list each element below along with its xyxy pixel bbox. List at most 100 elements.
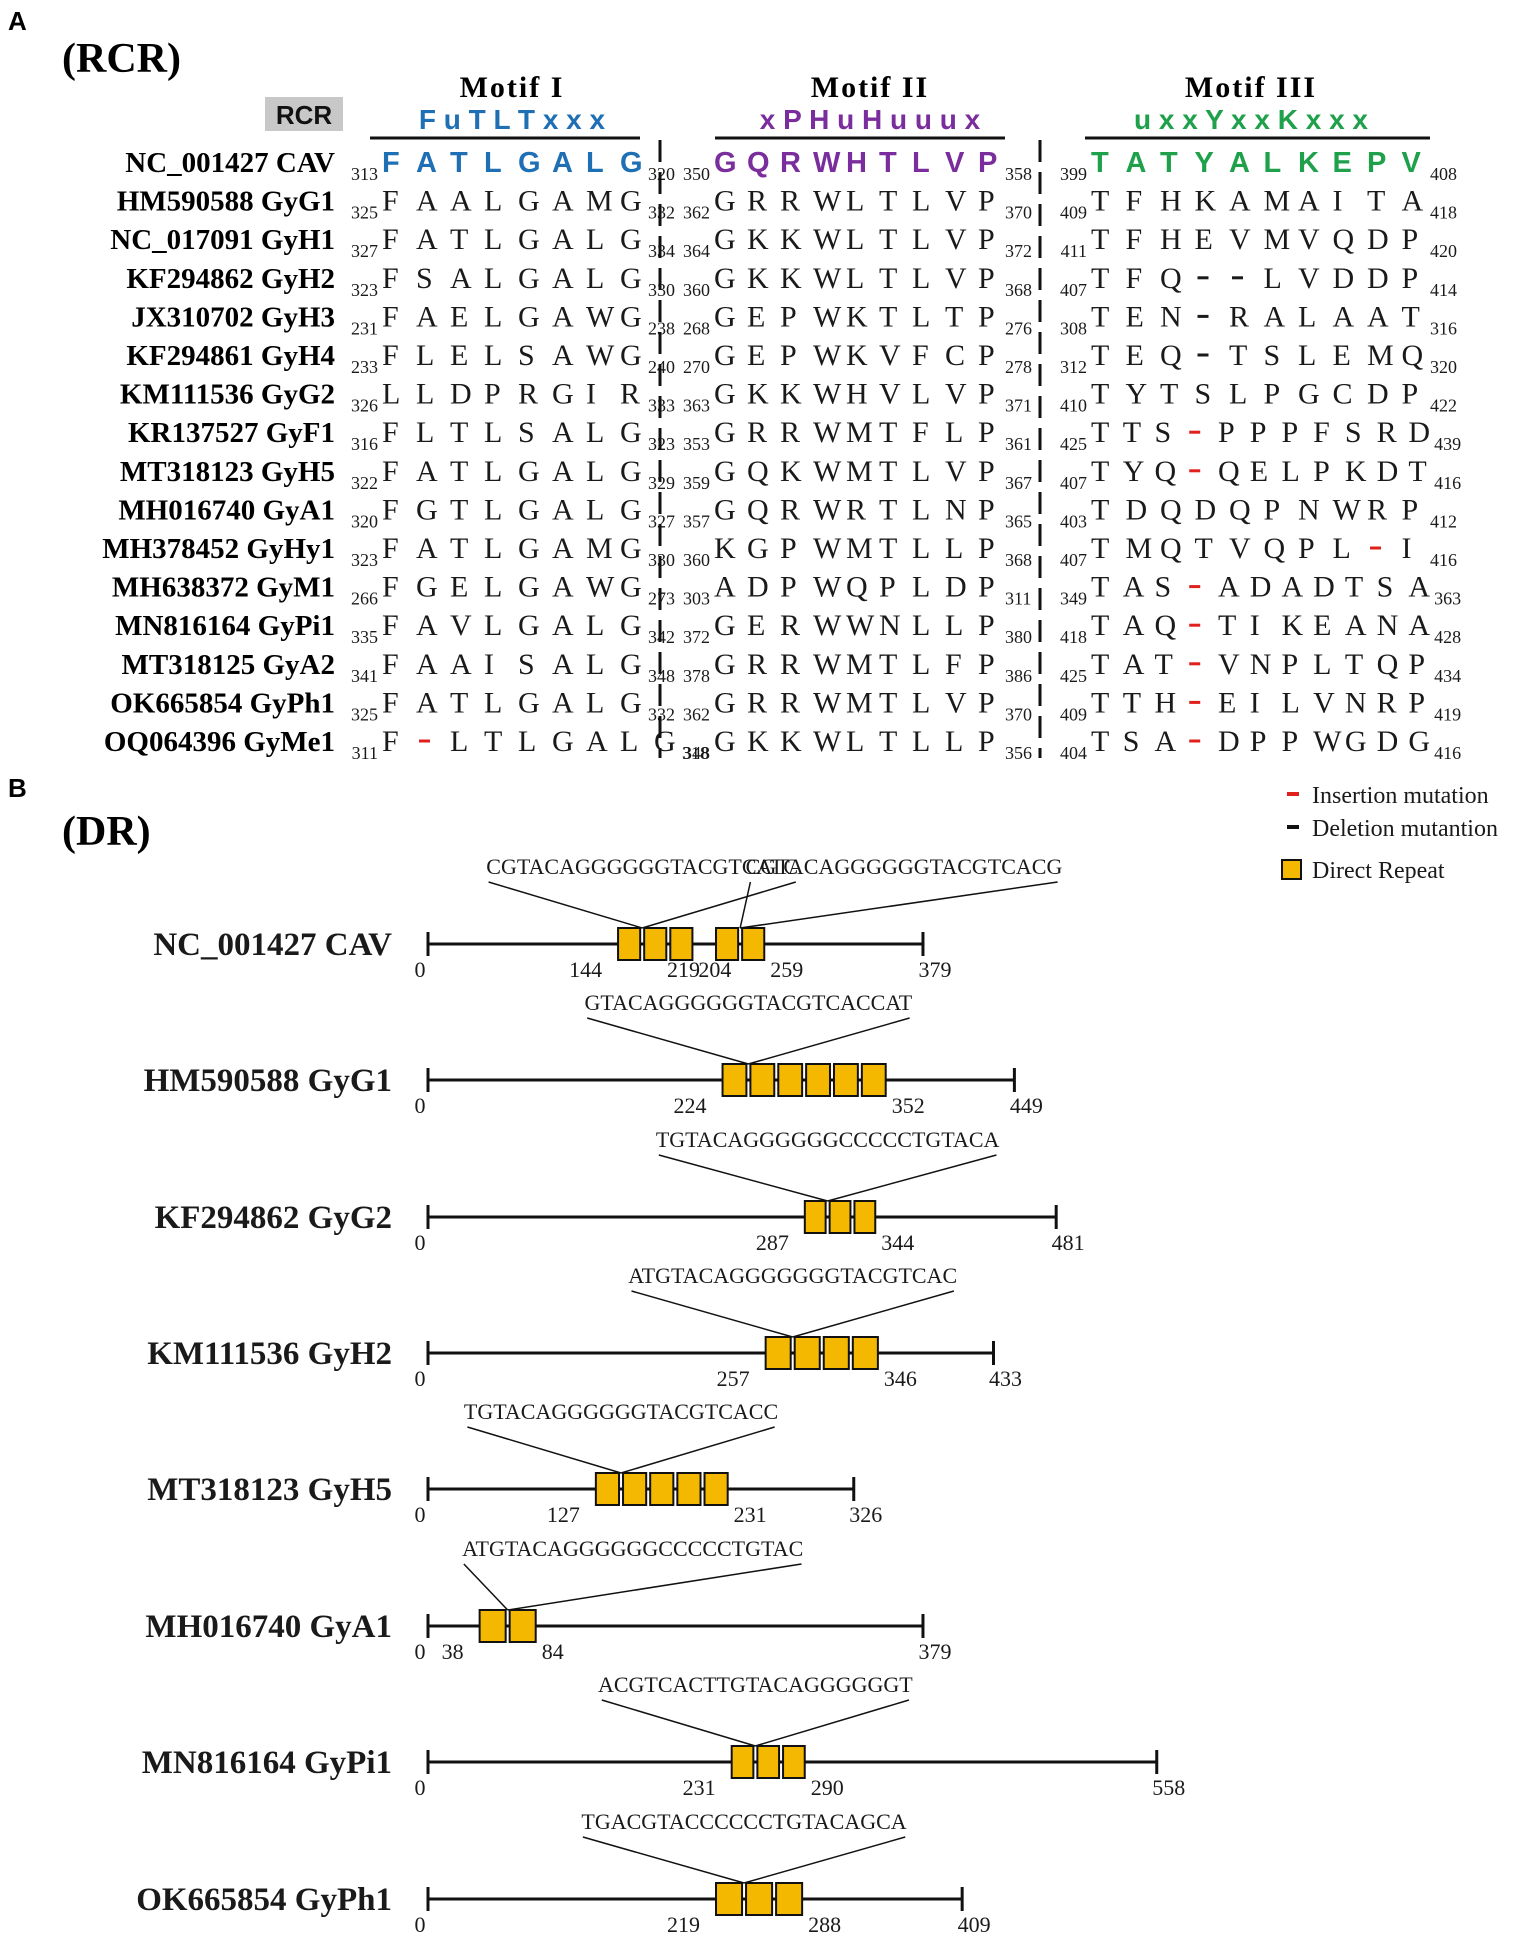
rcr-tag-box: [265, 97, 343, 131]
direct-repeat-block: [793, 1336, 821, 1370]
residue: L: [945, 609, 963, 642]
direct-repeat-block: [822, 1336, 850, 1370]
motif-consensus-3: u x x Y x x K x x x: [1134, 104, 1368, 135]
motif-start-position: 320: [351, 511, 378, 531]
residue: V: [945, 185, 967, 218]
residue: L: [1281, 455, 1299, 488]
residue: W: [586, 571, 615, 604]
position-tick-label: 84: [542, 1639, 564, 1664]
direct-repeat-block: [715, 1882, 744, 1916]
residue: P: [978, 185, 995, 218]
position-tick-label: 204: [698, 957, 731, 982]
rcr-row-label: KM111536 GyG2: [120, 379, 335, 411]
repeat-pointer-line: [827, 1154, 997, 1202]
repeat-pointer-line: [755, 1699, 910, 1747]
residue: A: [416, 300, 438, 333]
residue: L: [1313, 648, 1331, 681]
residue: L: [945, 532, 963, 565]
residue: A: [552, 262, 574, 295]
rcr-row-label: OK665854 GyPh1: [110, 687, 335, 719]
direct-repeat-legend-swatch: [1281, 859, 1302, 880]
motif-end-position: 412: [1430, 511, 1457, 531]
residue: A: [552, 493, 574, 526]
residue: A: [416, 223, 438, 256]
residue: T: [879, 262, 897, 295]
residue: L: [484, 532, 502, 565]
position-tick-label: 449: [1010, 1093, 1043, 1118]
residue: E: [450, 300, 468, 333]
repeat-pointer-line: [641, 881, 796, 929]
motif-end-position: 372: [1005, 241, 1032, 261]
residue: S: [1345, 416, 1362, 449]
residue: G: [714, 609, 736, 642]
residue: G: [714, 185, 736, 218]
residue: P: [978, 416, 995, 449]
residue: V: [1313, 686, 1335, 719]
residue: R: [780, 686, 800, 719]
residue: P: [1408, 686, 1425, 719]
residue: A: [1123, 648, 1145, 681]
residue: A: [1123, 571, 1145, 604]
residue: L: [484, 223, 502, 256]
residue: L: [586, 609, 604, 642]
residue: T: [1091, 571, 1109, 604]
residue: W: [813, 532, 842, 565]
residue: L: [586, 686, 604, 719]
residue: K: [1281, 609, 1303, 642]
residue: Y: [1123, 455, 1145, 488]
residue: T: [1123, 416, 1141, 449]
motif-start-position: 348: [683, 743, 710, 763]
motif-start-position: 418: [1060, 627, 1087, 647]
rcr-row: KF294861 GyH4233FLELSAWG240270GEPWKVFCP2…: [126, 339, 1457, 377]
residue: A: [552, 416, 574, 449]
residue: H: [846, 147, 867, 179]
residue: W: [813, 300, 842, 333]
residue: R: [1367, 493, 1387, 526]
motif-end-position: 365: [1005, 511, 1032, 531]
residue: A: [1298, 185, 1320, 218]
residue: L: [1229, 378, 1247, 411]
residue: T: [879, 223, 897, 256]
position-tick-label: 219: [667, 1912, 700, 1937]
motif-end-position: 348: [648, 666, 675, 686]
motif-title-2: Motif II: [811, 71, 929, 104]
rcr-row-label: MH638372 GyM1: [112, 572, 335, 604]
residue: L: [912, 493, 930, 526]
repeat-sequence-label: ATGTACAGGGGGGCCCCCTGTAC: [462, 1536, 803, 1561]
residue: M: [846, 686, 873, 719]
position-tick-label: 144: [569, 957, 602, 982]
direct-repeat-block: [622, 1472, 648, 1506]
residue: A: [1229, 185, 1251, 218]
residue: Q: [747, 493, 769, 526]
residue: W: [813, 686, 842, 719]
position-tick-label: 379: [918, 957, 951, 982]
residue: E: [1313, 609, 1331, 642]
motif-start-position: 350: [683, 164, 710, 184]
residue: A: [552, 147, 573, 179]
motif-start-position: 308: [1060, 318, 1087, 338]
direct-repeat-block: [782, 1745, 806, 1779]
residue: Q: [1160, 339, 1182, 372]
residue: L: [484, 609, 502, 642]
residue: T: [879, 416, 897, 449]
rcr-row-label: MH378452 GyHy1: [102, 533, 335, 565]
residue: L: [912, 725, 930, 758]
residue: T: [1160, 147, 1178, 179]
residue: G: [552, 725, 574, 758]
motif-start-position: 311: [352, 743, 378, 763]
motif-start-position: 316: [351, 434, 378, 454]
residue: G: [714, 455, 736, 488]
residue: L: [586, 262, 604, 295]
residue: L: [586, 455, 604, 488]
dr-row-label: MT318123 GyH5: [147, 1472, 392, 1508]
residue: A: [1229, 147, 1250, 179]
residue: W: [813, 416, 842, 449]
residue: L: [846, 223, 864, 256]
residue: A: [1367, 300, 1389, 333]
residue: W: [813, 648, 842, 681]
residue: P: [978, 339, 995, 372]
